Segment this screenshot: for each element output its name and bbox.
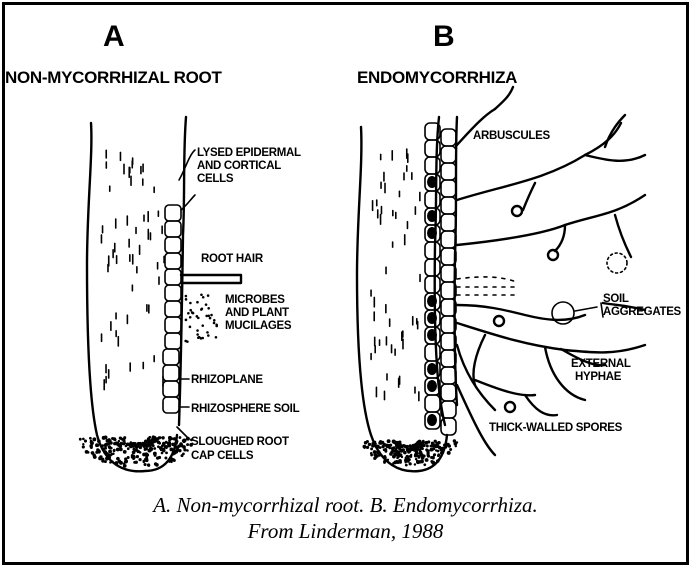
figure-caption: A. Non-mycorrhizal root. B. Endomycorrhi… <box>5 492 686 544</box>
panel-a-title: NON-MYCORRHIZAL ROOT <box>5 68 222 87</box>
panel-b-root <box>357 87 645 471</box>
label-lysed-2: AND CORTICAL <box>197 160 281 172</box>
root-tissue-marks-b <box>371 149 420 401</box>
soil-aggregate <box>607 253 627 273</box>
label-sloughed-2: CAP CELLS <box>191 450 254 462</box>
label-lysed-3: CELLS <box>197 173 234 185</box>
cortical-cells-with-arbuscules <box>425 123 456 435</box>
caption-line-2: From Linderman, 1988 <box>5 518 686 544</box>
label-rhizosphere: RHIZOSPHERE SOIL <box>191 403 300 415</box>
label-microbes-3: MUCILAGES <box>225 320 292 332</box>
label-arbuscules: ARBUSCULES <box>473 130 550 142</box>
label-lysed-1: LYSED EPIDERMAL <box>197 147 301 159</box>
label-rhizoplane: RHIZOPLANE <box>191 374 263 386</box>
root-tissue-marks <box>101 150 164 389</box>
panel-b-letter: B <box>433 20 455 53</box>
label-spores: THICK-WALLED SPORES <box>489 422 623 434</box>
external-hyphae <box>457 87 645 455</box>
root-hair <box>181 275 241 283</box>
label-microbes-2: AND PLANT <box>225 307 289 319</box>
panel-b-title: ENDOMYCORRHIZA <box>357 68 517 87</box>
label-external-2: HYPHAE <box>575 371 622 383</box>
label-microbes-1: MICROBES <box>225 294 285 306</box>
microbe-dots <box>184 293 218 342</box>
label-external-1: EXTERNAL <box>571 358 631 370</box>
root-cap-stipple-b <box>362 439 458 466</box>
epidermal-cells <box>163 205 181 413</box>
root-diagram: A NON-MYCORRHIZAL ROOT LYSED EPIDERMAL A… <box>5 5 686 492</box>
panel-a-letter: A <box>103 20 125 53</box>
caption-line-1: A. Non-mycorrhizal root. B. Endomycorrhi… <box>5 492 686 518</box>
label-soil-2: AGGREGATES <box>603 306 682 318</box>
label-sloughed-1: SLOUGHED ROOT <box>191 436 289 448</box>
label-root-hair: ROOT HAIR <box>201 253 264 265</box>
label-soil-1: SOIL <box>603 293 629 305</box>
